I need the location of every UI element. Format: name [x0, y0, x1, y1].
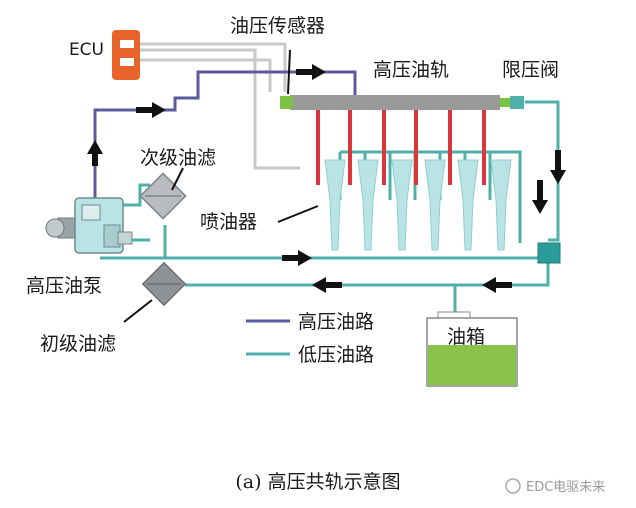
pressure-limiter-valve: [500, 96, 524, 109]
injector-3: [391, 159, 413, 251]
primary-filter-pointer: [123, 299, 153, 323]
arrow-return-down-1: [550, 150, 566, 184]
secondary-filter: [139, 172, 187, 220]
high-pressure-pump: [45, 197, 133, 254]
ecu-unit: [112, 30, 140, 80]
watermark-text: EDC电驱未来: [526, 480, 605, 495]
watermark: EDC电驱未来: [505, 478, 605, 495]
arrow-return-down-2: [532, 180, 548, 214]
arrow-pump-up: [87, 140, 103, 166]
injector-5: [457, 159, 479, 251]
wechat-icon: [505, 478, 521, 494]
injector-label: 喷油器: [200, 211, 257, 233]
arrow-low-right: [282, 250, 312, 266]
primary-filter-label: 初级油滤: [40, 333, 116, 355]
ecu-label: ECU: [69, 40, 104, 60]
legend-high-pressure-label: 高压油路: [298, 311, 374, 333]
injector-1: [324, 159, 346, 251]
injector-6: [490, 159, 512, 251]
injector-pipes: [316, 110, 486, 185]
fuel-tank: [426, 311, 518, 387]
legend: 高压油路 低压油路: [246, 311, 374, 366]
injector-4: [424, 159, 446, 251]
common-rail-label: 高压油轨: [373, 59, 449, 81]
flow-arrows: [87, 64, 566, 293]
arrow-top-right: [296, 64, 326, 80]
secondary-filter-pointer: [171, 167, 184, 191]
injector-pointer: [277, 205, 319, 223]
pressure-limiter-label: 限压阀: [502, 59, 559, 81]
injector-group: [324, 159, 512, 251]
pressure-sensor-pointer: [287, 49, 291, 95]
return-collector: [537, 242, 561, 264]
arrow-high-right: [136, 102, 166, 118]
fuel-tank-label: 油箱: [447, 326, 485, 348]
ecu-signal-wires: [140, 42, 300, 170]
secondary-filter-label: 次级油滤: [140, 147, 216, 169]
pressure-sensor-label: 油压传感器: [230, 15, 325, 37]
arrow-low-left-1: [482, 277, 512, 293]
high-pressure-line: [93, 70, 357, 200]
high-pressure-pump-label: 高压油泵: [26, 275, 102, 297]
pressure-sensor: [280, 96, 293, 109]
arrow-low-left-2: [312, 277, 342, 293]
common-rail: [290, 95, 500, 110]
legend-low-pressure-label: 低压油路: [298, 344, 374, 366]
primary-filter: [141, 261, 187, 307]
injector-2: [357, 159, 379, 251]
figure-caption: (a) 高压共轨示意图: [235, 471, 400, 493]
